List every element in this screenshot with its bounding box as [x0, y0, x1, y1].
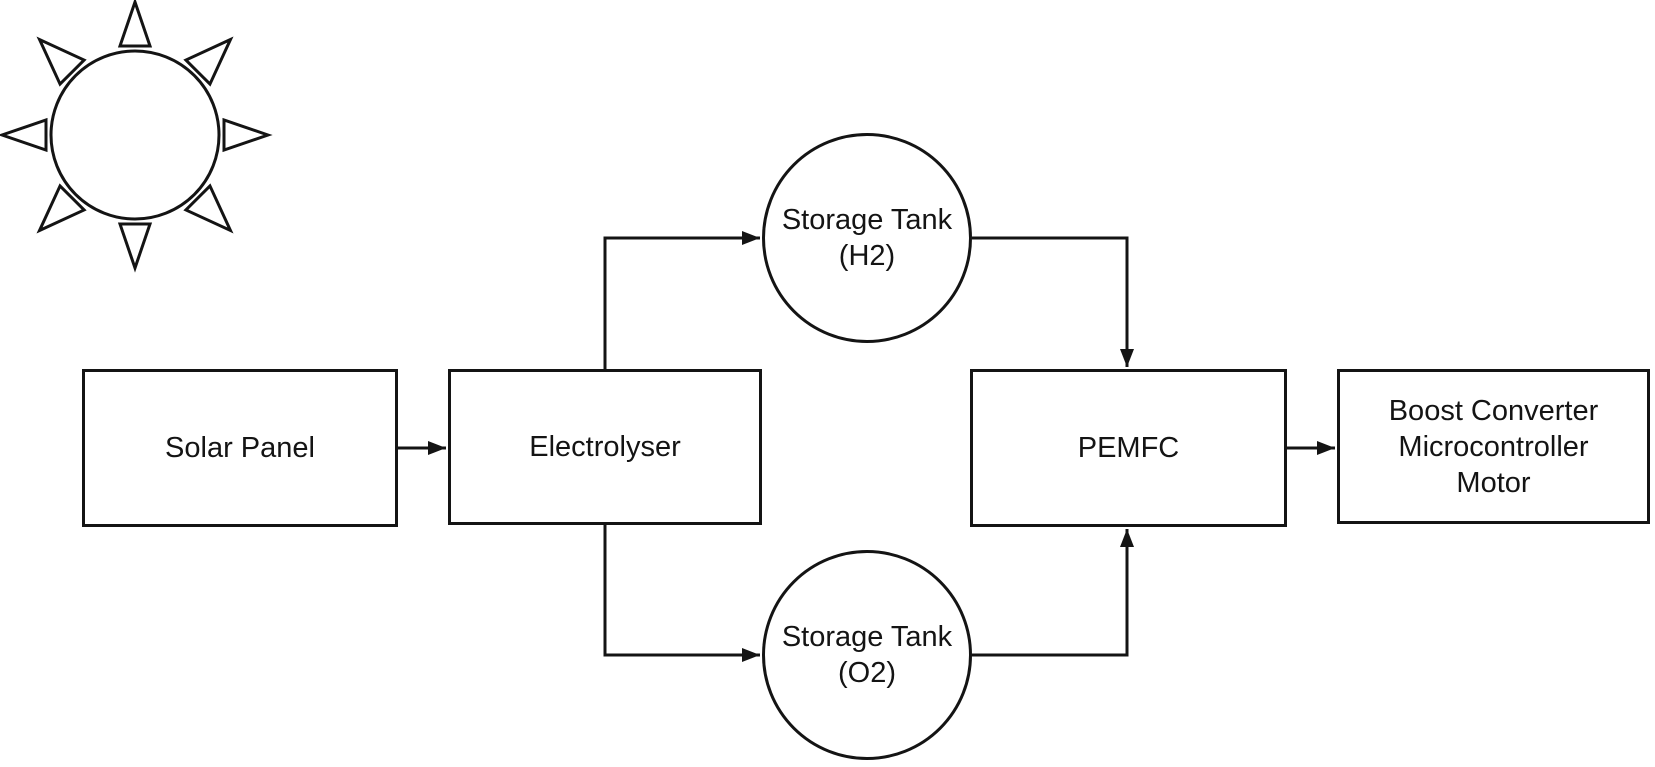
edge-tank-h2-to-pemfc	[972, 236, 1134, 367]
storage-tank-h2-label: Storage Tank (H2)	[782, 202, 952, 274]
node-electrolyser: Electrolyser	[448, 369, 762, 525]
storage-tank-h2-line1: Storage Tank	[781, 204, 953, 236]
edge-electrolyser-to-tank-h2	[603, 231, 760, 369]
pemfc-label-text: PEMFC	[1077, 432, 1180, 464]
solar-panel-label-text: Solar Panel	[165, 432, 315, 464]
output-stage-label: Boost Converter Microcontroller Motor	[1389, 393, 1599, 501]
node-boost-converter-microcontroller-motor: Boost Converter Microcontroller Motor	[1337, 369, 1650, 524]
electrolyser-label-text: Electrolyser	[529, 431, 681, 463]
node-pemfc: PEMFC	[970, 369, 1287, 527]
electrolyser-label: Electrolyser	[529, 429, 681, 465]
edge-electrolyser-to-tank-o2	[603, 525, 760, 662]
node-storage-tank-o2: Storage Tank (O2)	[762, 550, 972, 760]
node-solar-panel: Solar Panel	[82, 369, 398, 527]
edge-tank-o2-to-pemfc	[972, 529, 1134, 657]
output-stage-line1: Boost Converter	[1388, 394, 1599, 427]
output-stage-line2: Microcontroller	[1398, 430, 1589, 463]
pemfc-label: PEMFC	[1078, 430, 1180, 466]
storage-tank-h2-line2: (H2)	[838, 240, 896, 272]
solar-panel-label: Solar Panel	[165, 430, 315, 466]
storage-tank-o2-line2: (O2)	[838, 657, 896, 689]
node-storage-tank-h2: Storage Tank (H2)	[762, 133, 972, 343]
storage-tank-o2-line1: Storage Tank	[781, 621, 953, 653]
sun-icon	[0, 0, 273, 273]
output-stage-line3: Motor	[1456, 466, 1531, 499]
storage-tank-o2-label: Storage Tank (O2)	[782, 619, 952, 691]
